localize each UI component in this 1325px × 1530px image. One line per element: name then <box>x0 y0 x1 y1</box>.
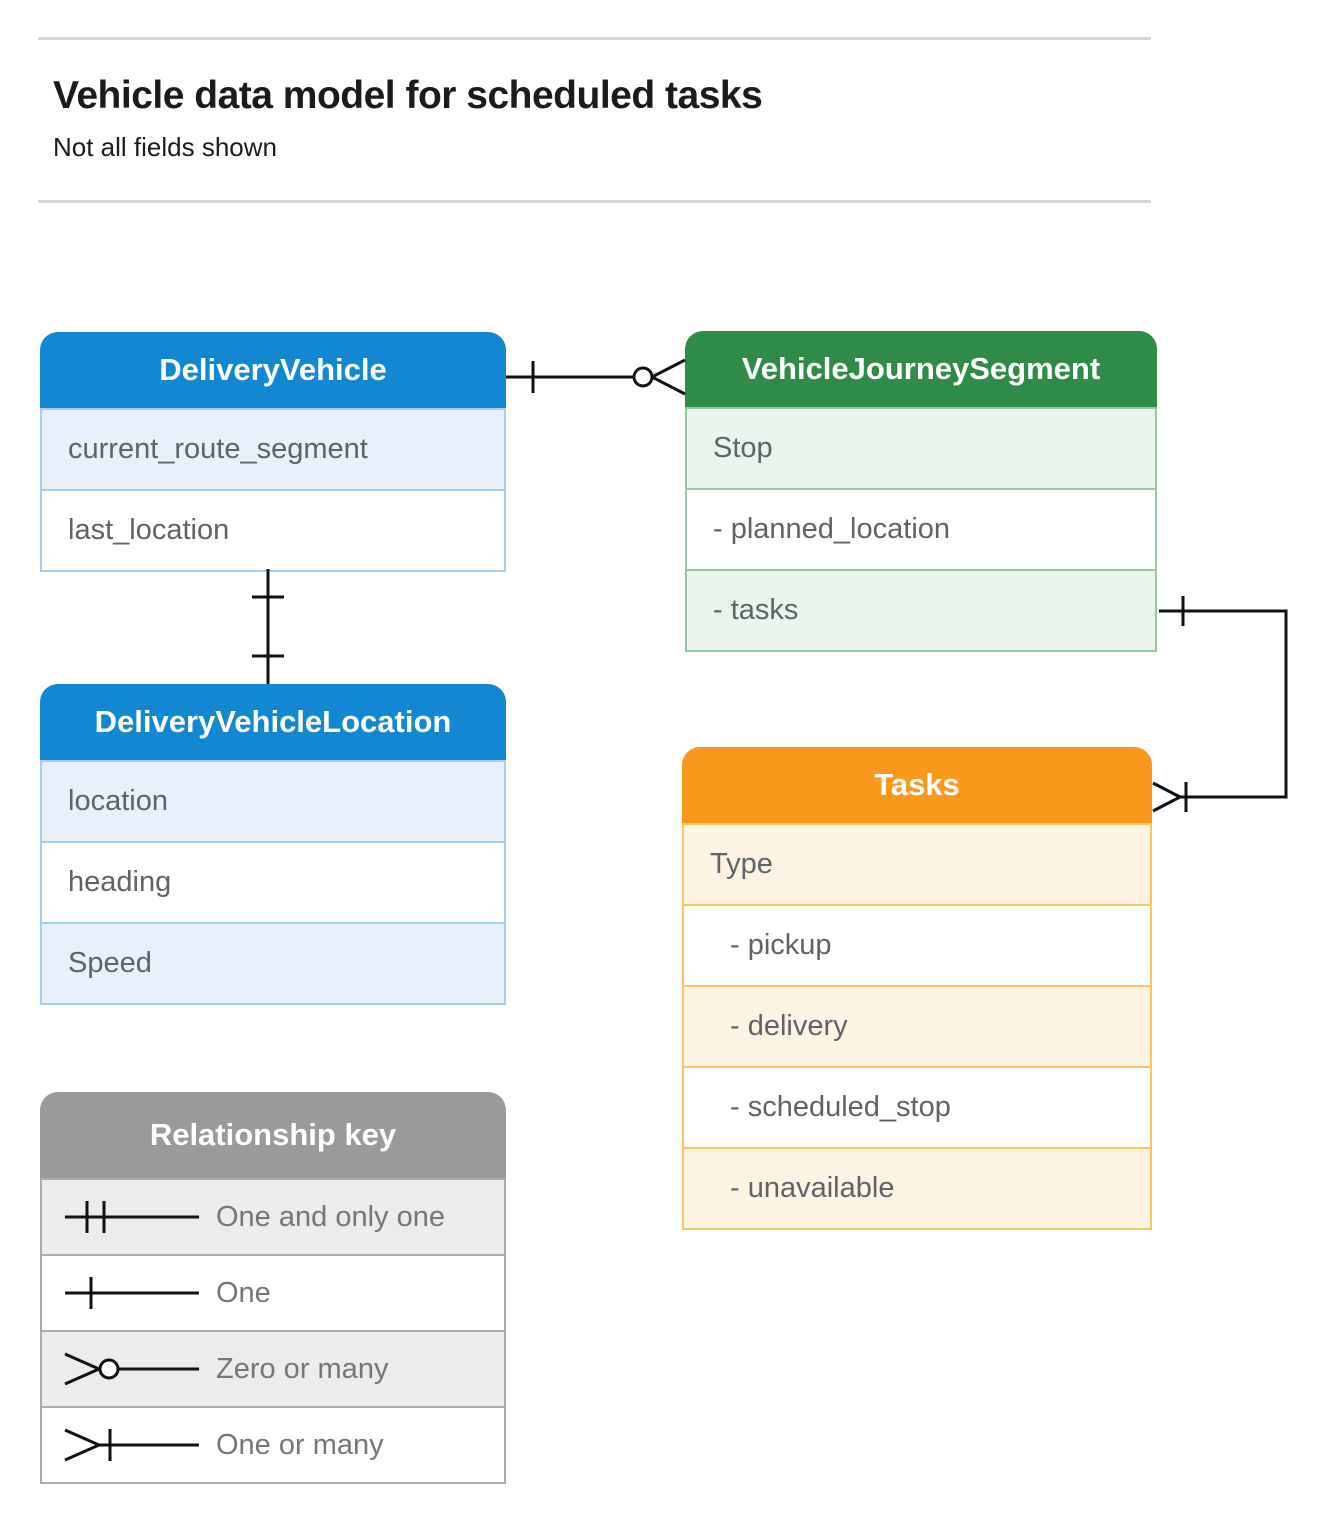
one-or-many-icon <box>64 1428 199 1462</box>
legend-item-one-and-only-one: One and only one <box>42 1180 504 1254</box>
one-and-only-one-icon <box>65 1201 199 1233</box>
field-delivery: - delivery <box>684 985 1150 1066</box>
entity-delivery-vehicle-body: current_route_segment last_location <box>40 408 506 572</box>
field-location: location <box>42 762 504 841</box>
entity-tasks-body: Type - pickup - delivery - scheduled_sto… <box>682 823 1152 1230</box>
legend-label: Zero or many <box>216 1352 389 1385</box>
legend-title: Relationship key <box>40 1092 506 1178</box>
entity-delivery-vehicle-location-body: location heading Speed <box>40 760 506 1005</box>
field-unavailable: - unavailable <box>684 1147 1150 1228</box>
field-type: Type <box>684 825 1150 904</box>
field-tasks: - tasks <box>687 569 1155 650</box>
legend-item-zero-or-many: Zero or many <box>42 1330 504 1406</box>
field-pickup: - pickup <box>684 904 1150 985</box>
header-divider <box>38 200 1151 203</box>
field-speed: Speed <box>42 922 504 1003</box>
entity-delivery-vehicle-location: DeliveryVehicleLocation location heading… <box>40 684 506 1005</box>
connector-deliveryvehicle-deliveryvehiclelocation <box>252 569 284 684</box>
field-last-location: last_location <box>42 489 504 570</box>
legend-item-one-or-many: One or many <box>42 1406 504 1482</box>
entity-delivery-vehicle-location-title: DeliveryVehicleLocation <box>40 684 506 760</box>
connector-deliveryvehicle-vehiclejourneysegment <box>506 358 686 396</box>
legend-label: One or many <box>216 1428 384 1461</box>
field-current-route-segment: current_route_segment <box>42 410 504 489</box>
page-title: Vehicle data model for scheduled tasks <box>53 74 763 117</box>
legend-body: One and only one One Zero or many <box>40 1178 506 1484</box>
connector-vehiclejourneysegment-tasks <box>1152 596 1288 813</box>
entity-vehicle-journey-segment-body: Stop - planned_location - tasks <box>685 407 1157 652</box>
entity-tasks: Tasks Type - pickup - delivery - schedul… <box>682 747 1152 1230</box>
entity-vehicle-journey-segment-title: VehicleJourneySegment <box>685 331 1157 407</box>
legend: Relationship key One and only one One <box>40 1092 506 1484</box>
legend-label: One <box>216 1276 271 1309</box>
entity-tasks-title: Tasks <box>682 747 1152 823</box>
page-subtitle: Not all fields shown <box>53 132 277 162</box>
legend-label: One and only one <box>216 1200 445 1233</box>
entity-delivery-vehicle-title: DeliveryVehicle <box>40 332 506 408</box>
one-icon <box>65 1277 199 1309</box>
field-stop: Stop <box>687 409 1155 488</box>
zero-or-many-icon <box>64 1352 199 1386</box>
legend-item-one: One <box>42 1254 504 1330</box>
field-heading: heading <box>42 841 504 922</box>
top-divider <box>38 37 1151 40</box>
entity-delivery-vehicle: DeliveryVehicle current_route_segment la… <box>40 332 506 572</box>
field-scheduled-stop: - scheduled_stop <box>684 1066 1150 1147</box>
entity-vehicle-journey-segment: VehicleJourneySegment Stop - planned_loc… <box>685 331 1157 652</box>
field-planned-location: - planned_location <box>687 488 1155 569</box>
